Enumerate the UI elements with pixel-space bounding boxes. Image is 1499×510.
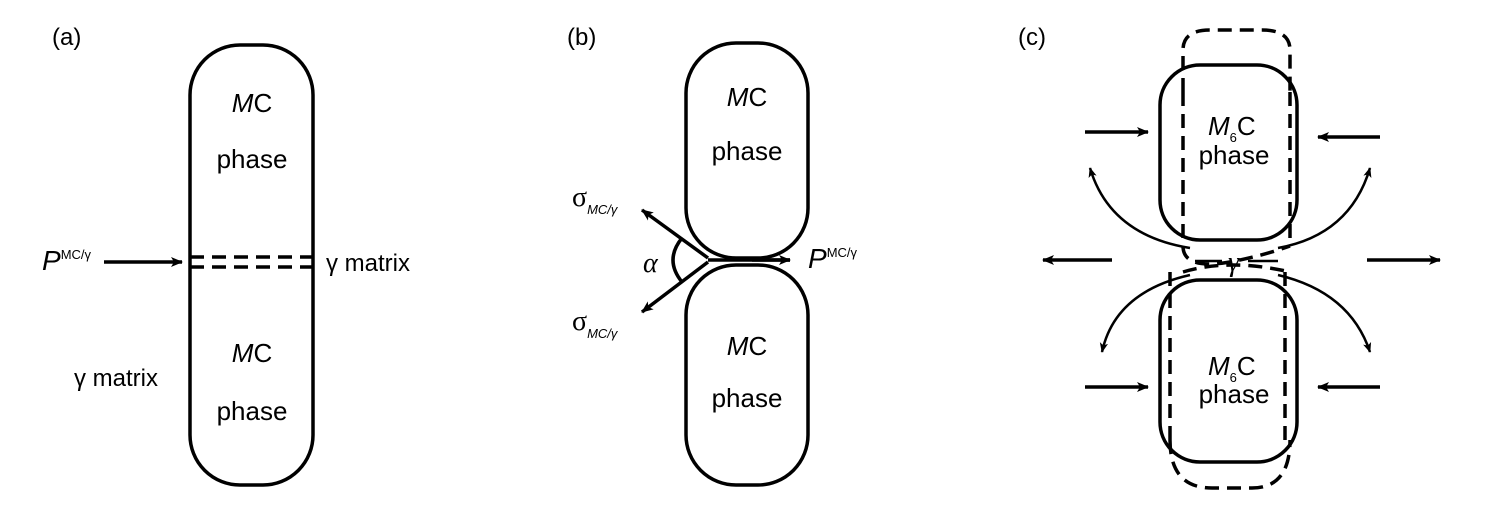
panel-c-top-particle-phase: phase <box>1199 140 1270 170</box>
panel-a: (a) MC phase MC phase PMC/γ γ matrix γ m… <box>42 24 410 487</box>
panel-b-label: (b) <box>567 24 596 51</box>
panel-a-matrix-label-left: γ matrix <box>74 365 158 392</box>
panel-a-matrix-label-right: γ matrix <box>326 250 410 277</box>
panel-b-sigma-top-arrow <box>640 208 710 260</box>
panel-b-top-particle-phase: phase <box>712 136 783 166</box>
panel-b-bottom-particle-name: MC <box>727 331 767 361</box>
panel-c-bottom-particle <box>1158 278 1299 464</box>
panel-c-top-dashed-outline-sides <box>1181 92 1292 246</box>
panel-b-bottom-particle-phase: phase <box>712 383 783 413</box>
panel-a-top-particle-name: MC <box>232 88 272 118</box>
panel-c: (c) M6C phase M6C phase γ <box>1018 24 1441 490</box>
panel-b-sigma-bottom-label: σMC/γ <box>572 306 619 341</box>
panel-c-label: (c) <box>1018 24 1046 51</box>
panel-b-sigma-bottom-arrow <box>640 260 710 314</box>
panel-b-angle-label: α <box>643 248 659 279</box>
panel-a-label: (a) <box>52 24 81 51</box>
panel-b-top-particle-name: MC <box>727 82 767 112</box>
panel-a-bottom-particle-phase: phase <box>217 396 288 426</box>
panel-b-force-label: PMC/γ <box>808 243 858 274</box>
panel-c-curved-arrow-top-left <box>1088 167 1191 250</box>
panel-c-bottom-particle-name: M6C <box>1208 351 1256 385</box>
panel-c-top-dashed-outline-bottom <box>1181 244 1291 266</box>
panel-c-curved-arrow-top-right <box>1277 167 1372 250</box>
panel-c-curved-arrow-bottom-right <box>1277 273 1372 353</box>
panel-a-bottom-particle-name: MC <box>232 338 272 368</box>
panel-c-bottom-dashed-outline-top <box>1182 263 1291 274</box>
panel-c-bottom-dashed-outline-sides <box>1168 272 1287 440</box>
panel-b-top-particle <box>684 41 810 260</box>
panel-a-top-particle-phase: phase <box>217 144 288 174</box>
panel-c-bottom-dashed-outline-cap <box>1168 439 1292 490</box>
panel-c-top-particle-name: M6C <box>1208 111 1256 145</box>
panel-b-angle-arc <box>671 236 684 284</box>
panel-c-bottom-particle-phase: phase <box>1199 379 1270 409</box>
panel-c-top-particle <box>1158 63 1299 242</box>
panel-b-bottom-particle <box>684 263 810 487</box>
panel-a-particle-column <box>188 43 315 487</box>
panel-a-force-label: PMC/γ <box>42 245 92 276</box>
panel-b-sigma-top-label: σMC/γ <box>572 182 619 217</box>
panel-c-curved-arrow-bottom-left <box>1099 273 1191 353</box>
panel-b: (b) MC phase MC phase σMC/γ σMC/γ α PMC/… <box>567 24 858 487</box>
panel-c-gap-label: γ <box>1228 247 1240 278</box>
panel-c-top-dashed-outline-cap <box>1181 28 1292 92</box>
